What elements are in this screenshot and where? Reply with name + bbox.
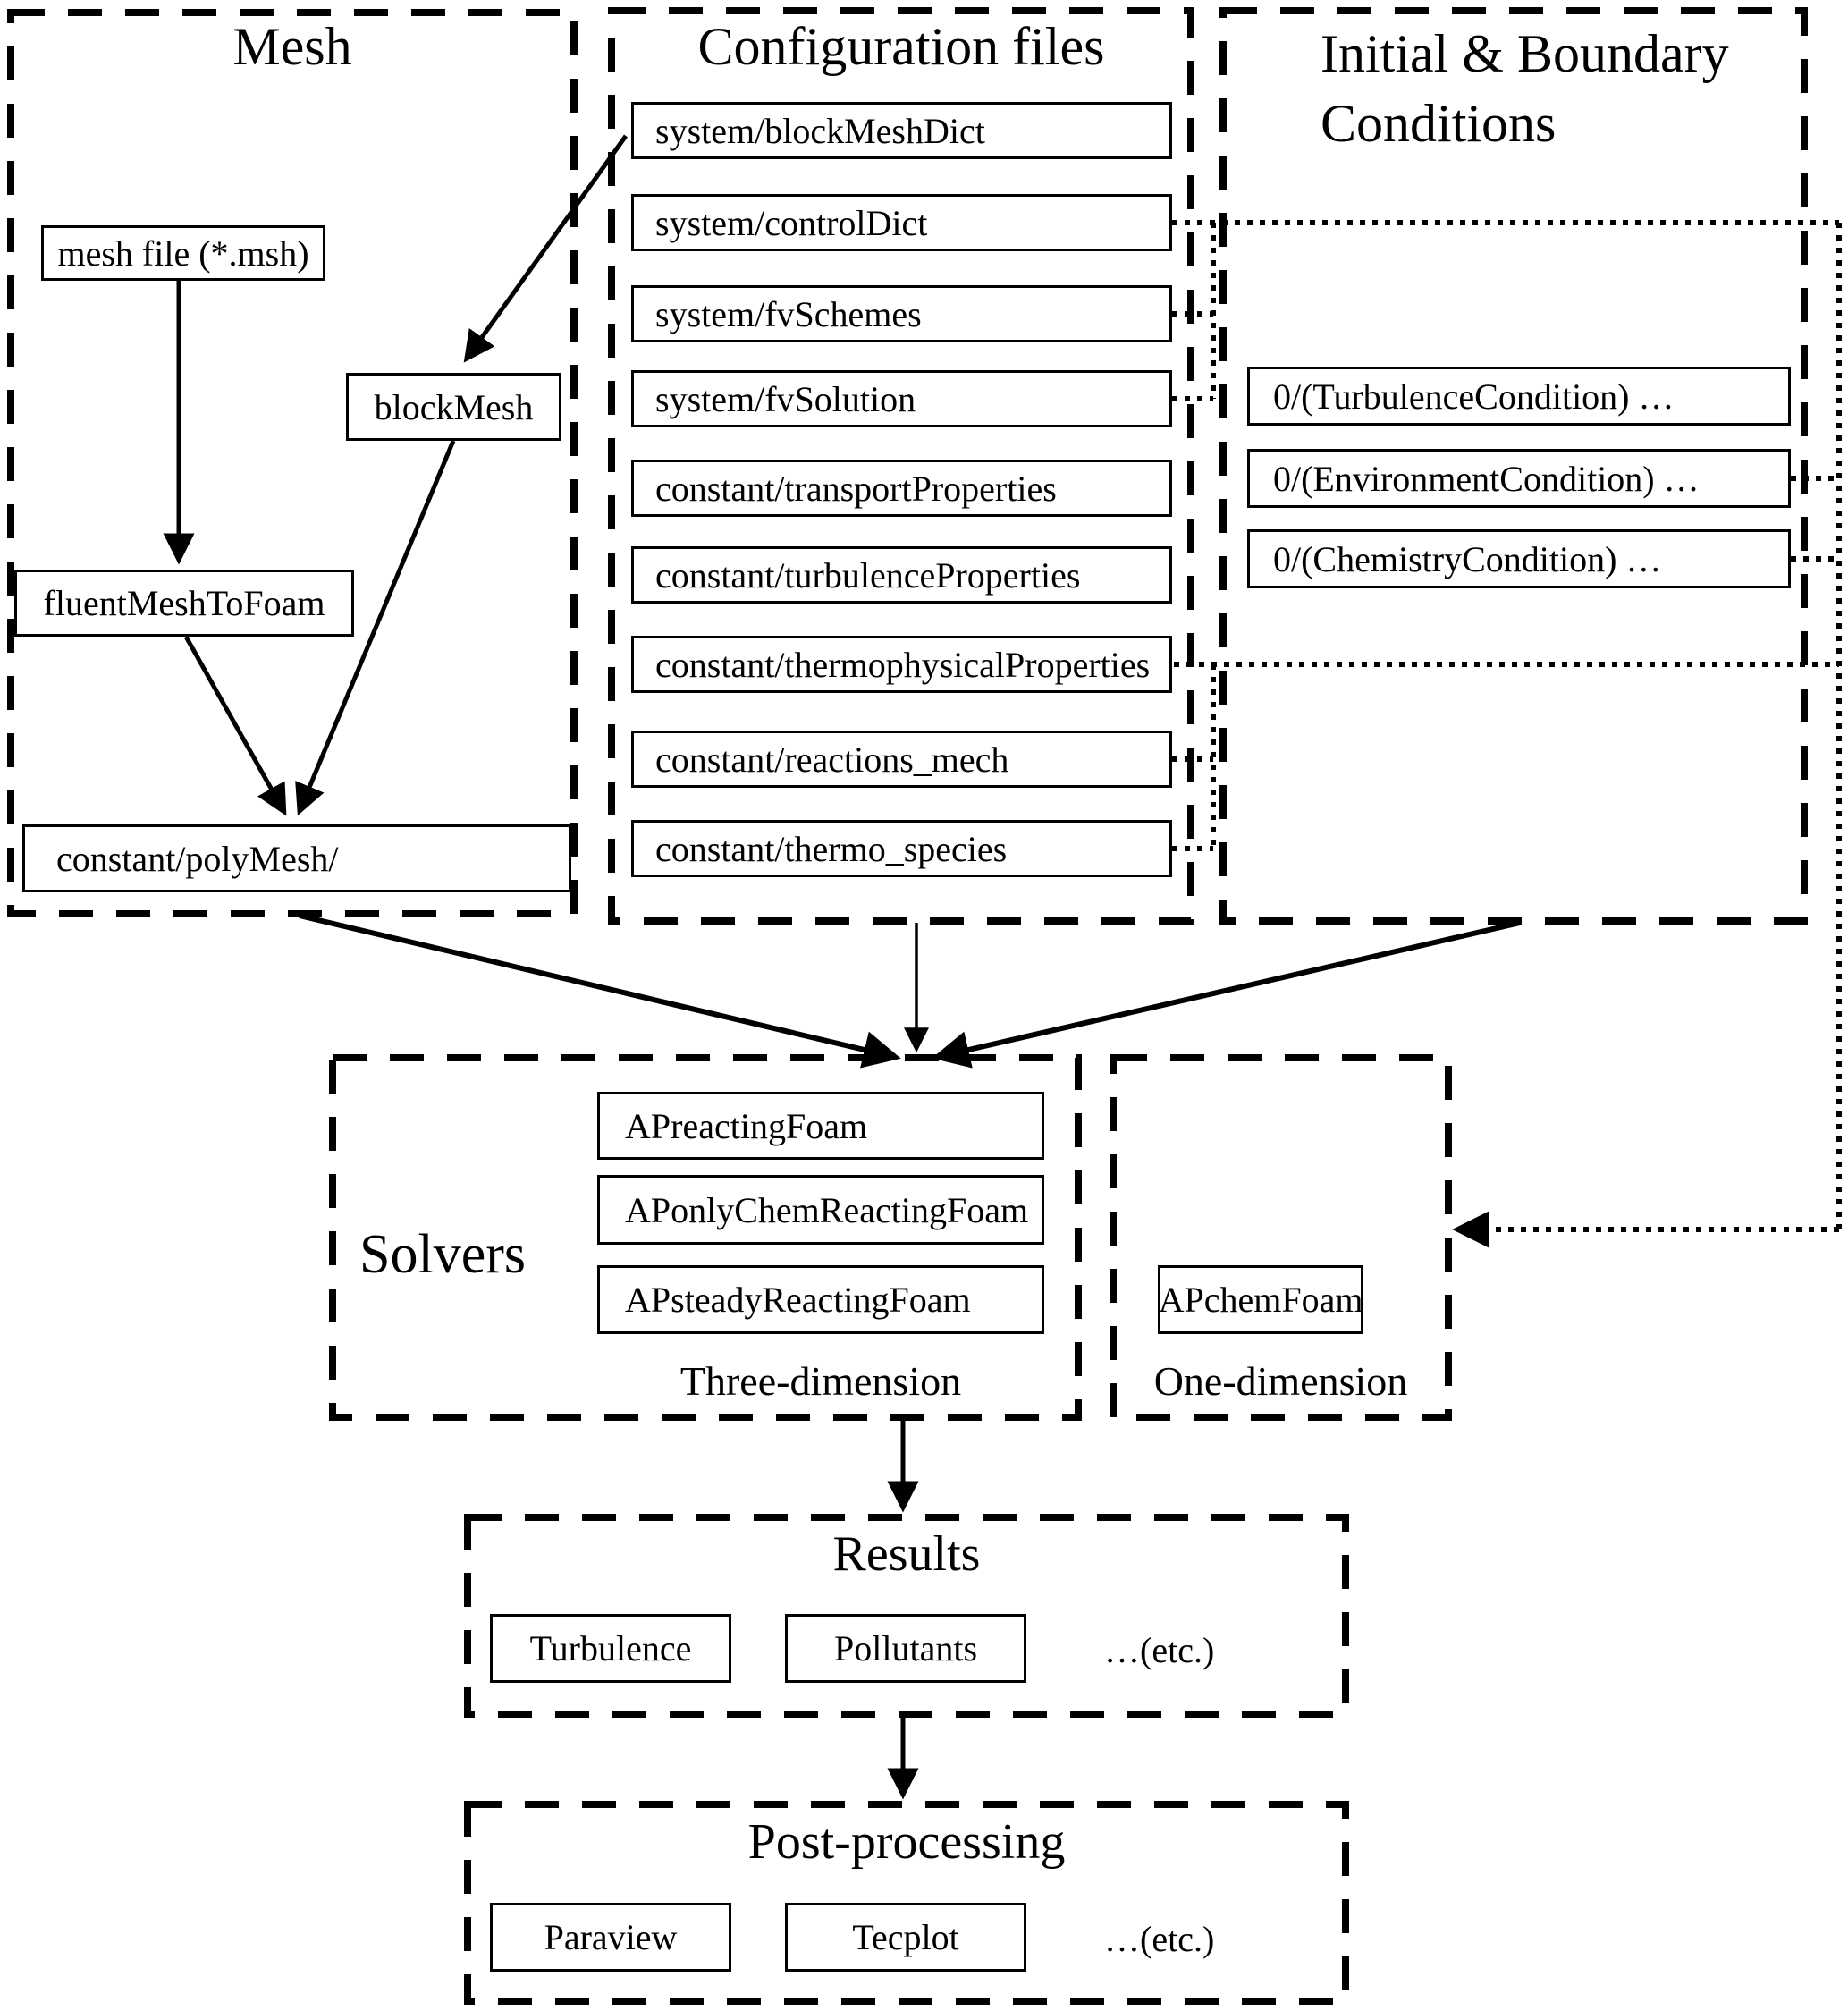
node-constant-polymesh: constant/polyMesh/ [22,824,571,892]
config-file-constant-turbulenceproperties: constant/turbulenceProperties [631,546,1172,604]
post-processing-section-title: Post-processing [747,1814,1066,1870]
configuration-section-title: Configuration files [697,17,1105,76]
solver-apchemfoam: APchemFoam [1158,1265,1363,1334]
node-fluentmeshtofoam: fluentMeshToFoam [14,570,354,637]
config-file-system-fvsolution: system/fvSolution [631,370,1172,427]
initial-boundary-section-box [1219,7,1808,925]
result-pollutants: Pollutants [785,1614,1026,1683]
results-section-box [464,1514,1349,1718]
config-file-system-blockmeshdict: system/blockMeshDict [631,102,1172,159]
initial-boundary-title-line2: Conditions [1321,94,1557,153]
config-file-system-controldict: system/controlDict [631,194,1172,251]
arrow-mesh-to-solvers [299,913,901,1069]
configuration-section-box [608,7,1194,925]
mesh-section-box [7,9,578,917]
node-blockmesh: blockMesh [346,373,561,441]
result-turbulence: Turbulence [490,1614,731,1683]
solvers-section-box [329,1054,1082,1421]
initial-boundary-title-line1: Initial & Boundary [1321,24,1729,83]
arrow-blockmesh-to-polymesh [295,440,456,816]
arrow-fluentmeshtofoam-to-polymesh [183,635,287,816]
postprocessing-paraview: Paraview [490,1903,731,1972]
solver-aponlychemreactingfoam: APonlyChemReactingFoam [597,1175,1044,1245]
config-file-system-fvschemes: system/fvSchemes [631,285,1172,342]
condition-environment: 0/(EnvironmentCondition) … [1247,449,1791,508]
arrow-initial-boundary-to-solvers [932,920,1521,1069]
config-file-constant-thermo-species: constant/thermo_species [631,820,1172,877]
solver-apreactingfoam: APreactingFoam [597,1092,1044,1160]
config-file-constant-reactions-mech: constant/reactions_mech [631,731,1172,788]
condition-turbulence: 0/(TurbulenceCondition) … [1247,367,1791,426]
solvers-section-title: Solvers [359,1224,526,1285]
three-dimension-caption: Three-dimension [679,1358,962,1404]
post-processing-section-box [464,1801,1349,2005]
condition-chemistry: 0/(ChemistryCondition) … [1247,529,1791,588]
config-file-constant-thermophysicalproperties: constant/thermophysicalProperties [631,636,1172,693]
config-file-constant-transportproperties: constant/transportProperties [631,460,1172,517]
node-mesh-file: mesh file (*.msh) [41,225,325,281]
results-etc-label: …(etc.) [1104,1630,1215,1670]
one-dimension-section-box [1110,1054,1452,1421]
mesh-section-title: Mesh [232,17,352,76]
postprocessing-etc-label: …(etc.) [1104,1919,1215,1959]
results-section-title: Results [832,1526,981,1582]
solver-apsteadyreactingfoam: APsteadyReactingFoam [597,1265,1044,1334]
postprocessing-tecplot: Tecplot [785,1903,1026,1972]
one-dimension-caption: One-dimension [1153,1358,1408,1404]
arrow-blockmeshdict-to-blockmesh [463,134,629,363]
